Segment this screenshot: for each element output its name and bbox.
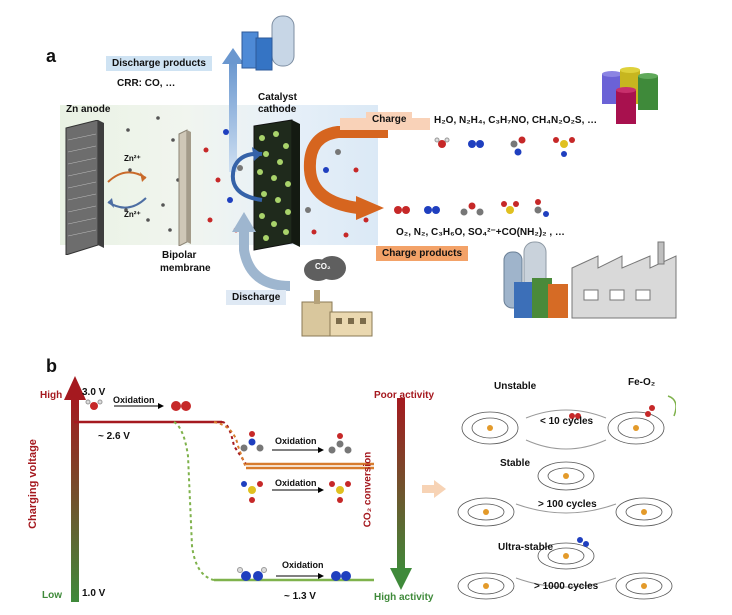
poor-activity-label: Poor activity (374, 390, 435, 401)
bipolar-membrane (178, 129, 191, 246)
oxidation-label-1: Oxidation (113, 395, 155, 405)
ultra-stable-label: Ultra-stable (498, 542, 554, 553)
high-activity-label: High activity (374, 592, 434, 603)
zn-ion-label-1: Zn²⁺ (124, 154, 141, 163)
discharge-tag: Discharge (226, 290, 287, 305)
oxidation-label-2: Oxidation (275, 436, 317, 446)
factory-icon (503, 241, 677, 319)
co2-conversion-axis (390, 398, 412, 590)
cycles-10-label: < 10 cycles (540, 416, 594, 427)
v-26-label: ~ 2.6 V (98, 431, 130, 442)
product-molecules (394, 199, 549, 217)
bipolar-label-1: Bipolar (162, 250, 197, 261)
power-plant-icon (301, 290, 373, 337)
cell-body (60, 105, 378, 245)
zn-anode-label: Zn anode (66, 104, 111, 115)
charge-orange-arrow (303, 126, 388, 220)
oxidation-label-3: Oxidation (275, 478, 317, 488)
cycles-100-label: > 100 cycles (538, 499, 597, 510)
panel-b-letter: b (46, 356, 57, 376)
product-barrels-icon (602, 67, 658, 124)
charging-voltage-label: Charging voltage (26, 439, 39, 529)
discharge-up-arrow (222, 48, 244, 172)
v-13-label: ~ 1.3 V (284, 591, 316, 602)
charge-products-label: O₂, N₂, C₃H₆O, SO₄²⁻+CO(NH₂)₂ , … (396, 227, 565, 238)
catalyst-stability-panel (457, 395, 676, 600)
zn-ion-label-2: Zn²⁺ (124, 210, 141, 219)
hydrazine-oxidation-row (237, 567, 351, 581)
charge-products-tag: Charge products (376, 246, 469, 261)
bipolar-label-2: membrane (160, 263, 211, 274)
catalyst-label-1: Catalyst (258, 92, 297, 103)
discharge-products-tag: Discharge products (106, 56, 212, 71)
tu-oxidation-row (241, 481, 351, 503)
dmf-oxidation-row (240, 431, 352, 454)
reactant-molecules (434, 136, 575, 157)
charge-tag: Charge (366, 112, 413, 127)
v-high-label: 3.0 V (82, 387, 106, 398)
unstable-label: Unstable (494, 381, 537, 392)
zn-ions-dots (124, 116, 180, 232)
gas-tanks-icon (241, 15, 295, 71)
zn-cycle-arrows (107, 171, 147, 209)
water-oxidation-row (85, 399, 191, 411)
crr-label: CRR: CO, … (117, 78, 176, 89)
co2-cloud-icon (304, 256, 346, 281)
zn-anode-plate (65, 120, 104, 255)
co2-cloud-label: CO₂ (315, 262, 331, 271)
catalyst-cathode-plate (253, 119, 300, 251)
co2-conversion-label: CO₂ conversion (362, 451, 374, 528)
charge-reactants-label: H₂O, N₂H₄, C₃H₇NO, CH₄N₂O₂S, … (434, 115, 598, 126)
panel-a-letter: a (46, 46, 57, 66)
high-label: High (40, 390, 63, 401)
catalyst-label-2: cathode (258, 104, 297, 115)
charging-voltage-axis (64, 376, 86, 602)
co2-reduction-arrow (230, 147, 263, 202)
v-low-label: 1.0 V (82, 588, 106, 599)
oxidation-label-4: Oxidation (282, 560, 324, 570)
low-label: Low (42, 590, 62, 601)
fe-o2-label: Fe-O₂ (628, 377, 656, 388)
cycles-1000-label: > 1000 cycles (534, 581, 599, 592)
transition-arrow (422, 480, 446, 498)
stable-label: Stable (500, 458, 531, 469)
discharge-co2-arrow (232, 212, 291, 291)
